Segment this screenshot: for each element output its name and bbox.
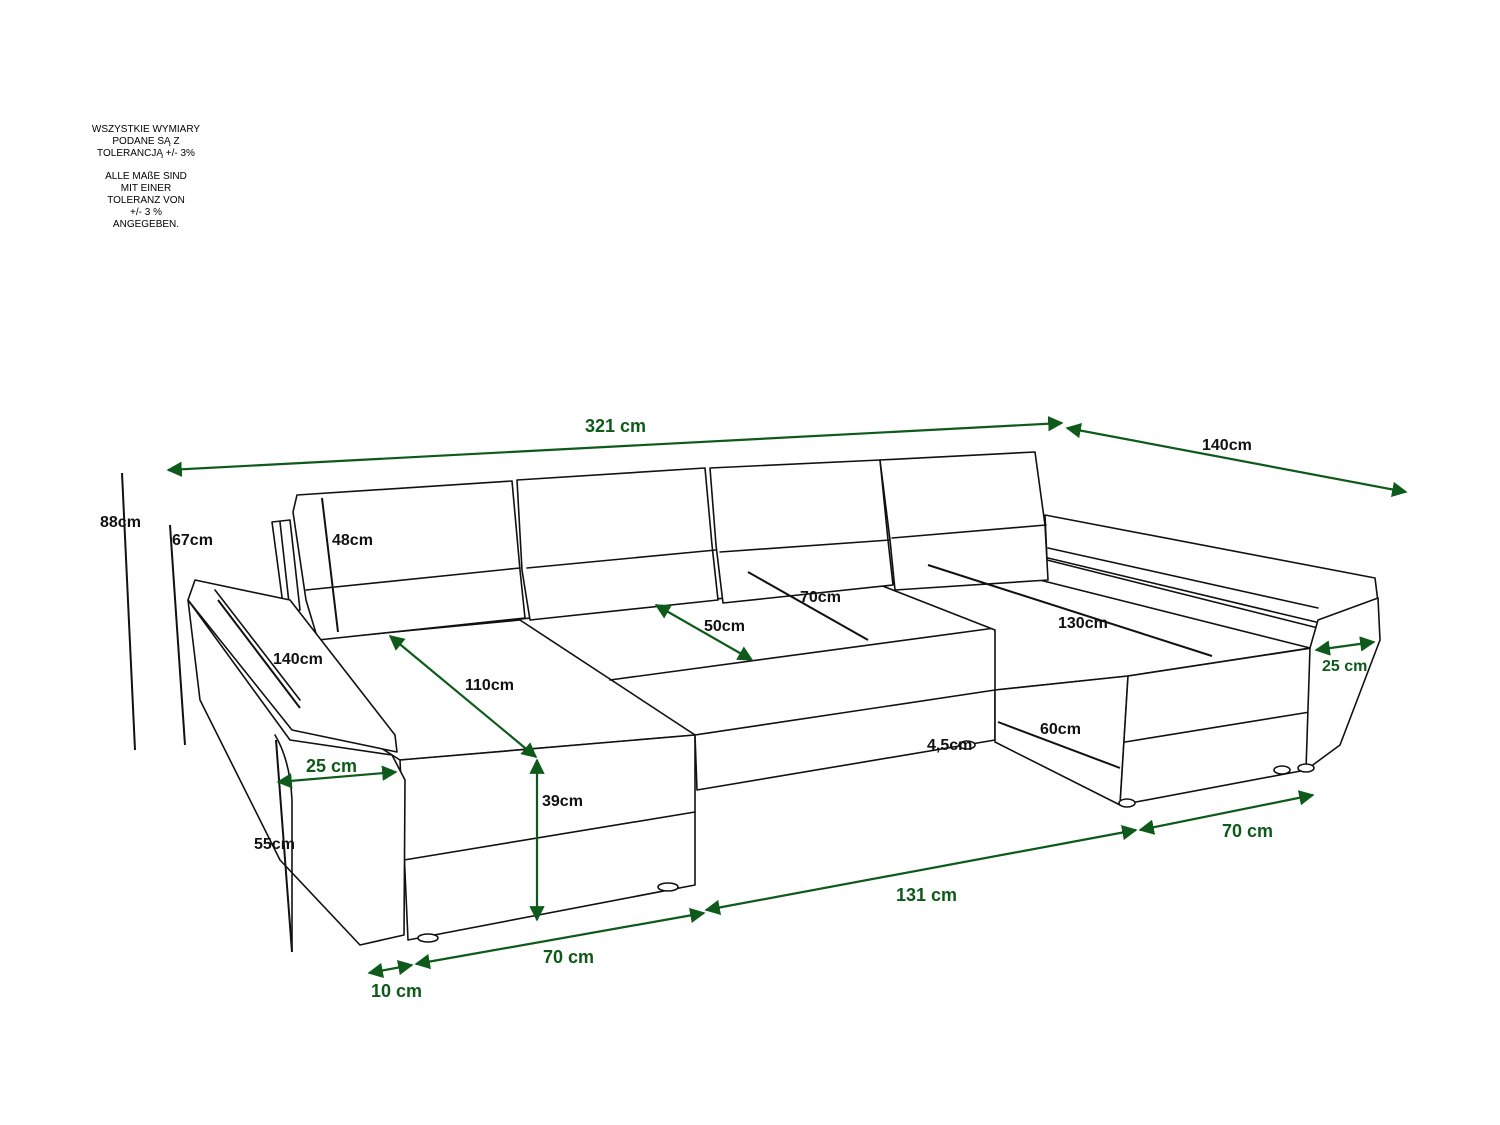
label-chaise-inner-right: 130cm (1058, 615, 1108, 632)
label-headrest-height: 48cm (332, 532, 373, 549)
label-armrest-height: 55cm (254, 836, 295, 853)
note-de-line-5: ANGEGEBEN. (112, 219, 180, 230)
tolerance-note: WSZYSTKIE WYMIARY PODANE SĄ Z TOLERANCJĄ… (76, 124, 216, 231)
note-de-line-2: MIT EINER (120, 183, 172, 194)
dimension-labels: 321 cm 140cm 88cm 67cm 48cm 140cm 110cm … (100, 416, 1367, 1001)
label-bottom-chaise-left: 70 cm (543, 947, 594, 967)
label-bottom-armrest: 10 cm (371, 981, 422, 1001)
label-total-width: 321 cm (585, 416, 646, 436)
label-seat-mid: 70cm (800, 589, 841, 606)
label-leg-height: 4,5cm (927, 737, 972, 754)
label-armrest-width-right: 25 cm (1322, 658, 1367, 675)
label-bottom-center: 131 cm (896, 885, 957, 905)
sofa-outline (187, 451, 1381, 951)
label-chaise-depth-right: 140cm (1202, 437, 1252, 454)
note-pl-line-3: TOLERANCJĄ +/- 3% (97, 148, 195, 159)
note-pl-line-2: PODANE SĄ Z (112, 136, 180, 147)
note-de-line-3: TOLERANZ VON (107, 195, 185, 206)
label-chaise-inner-left: 110cm (465, 677, 514, 694)
note-de-line-4: +/- 3 % (130, 207, 162, 218)
label-seat-depth: 50cm (704, 618, 745, 635)
label-chaise-length-left: 140cm (273, 651, 323, 668)
label-total-height: 88cm (100, 514, 141, 531)
label-armrest-width-left: 25 cm (306, 756, 357, 776)
label-back-height: 67cm (172, 532, 213, 549)
label-seat-height: 39cm (542, 793, 583, 810)
green-dimension-arrows (166, 416, 1408, 979)
label-chaise-side-right: 60cm (1040, 721, 1081, 738)
note-pl-line-1: WSZYSTKIE WYMIARY (91, 124, 201, 135)
note-de-line-1: ALLE MAßE SIND (105, 171, 187, 182)
label-bottom-chaise-right: 70 cm (1222, 821, 1273, 841)
